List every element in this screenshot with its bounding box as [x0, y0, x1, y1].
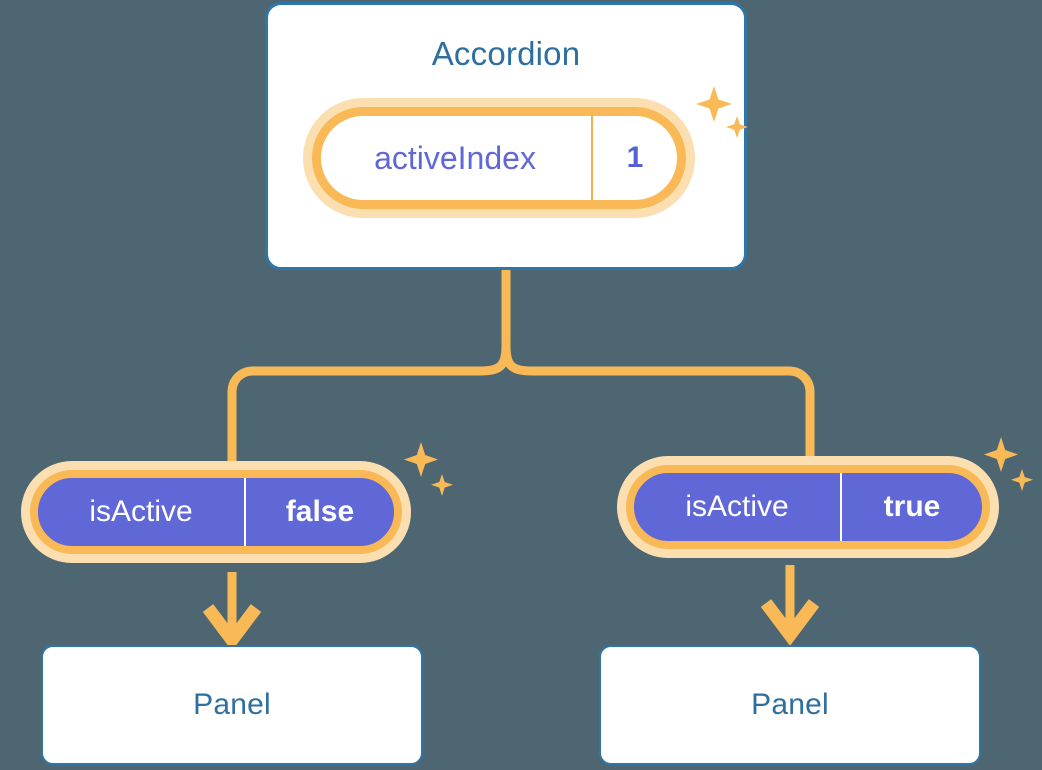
state-pill-body: activeIndex 1: [312, 107, 686, 209]
panel-title: Panel: [193, 688, 271, 721]
state-value: true: [883, 490, 941, 523]
panel-card-right[interactable]: Panel: [599, 645, 981, 765]
state-pill-body: isActive true: [626, 465, 990, 549]
state-pill-activeindex[interactable]: activeIndex 1: [312, 107, 686, 209]
state-value: false: [285, 495, 355, 528]
state-pill-isactive-true[interactable]: isActive true: [626, 465, 990, 549]
state-pill-body: isActive false: [30, 470, 402, 554]
panel-card-left[interactable]: Panel: [41, 645, 423, 765]
page-title: Accordion: [431, 35, 581, 72]
state-key: activeIndex: [321, 116, 593, 200]
state-value: 1: [626, 141, 644, 174]
state-key: isActive: [634, 473, 842, 541]
state-key: isActive: [38, 478, 246, 546]
state-pill-isactive-false[interactable]: isActive false: [30, 470, 402, 554]
sparkle-icon: [404, 442, 453, 496]
panel-title: Panel: [751, 688, 829, 721]
